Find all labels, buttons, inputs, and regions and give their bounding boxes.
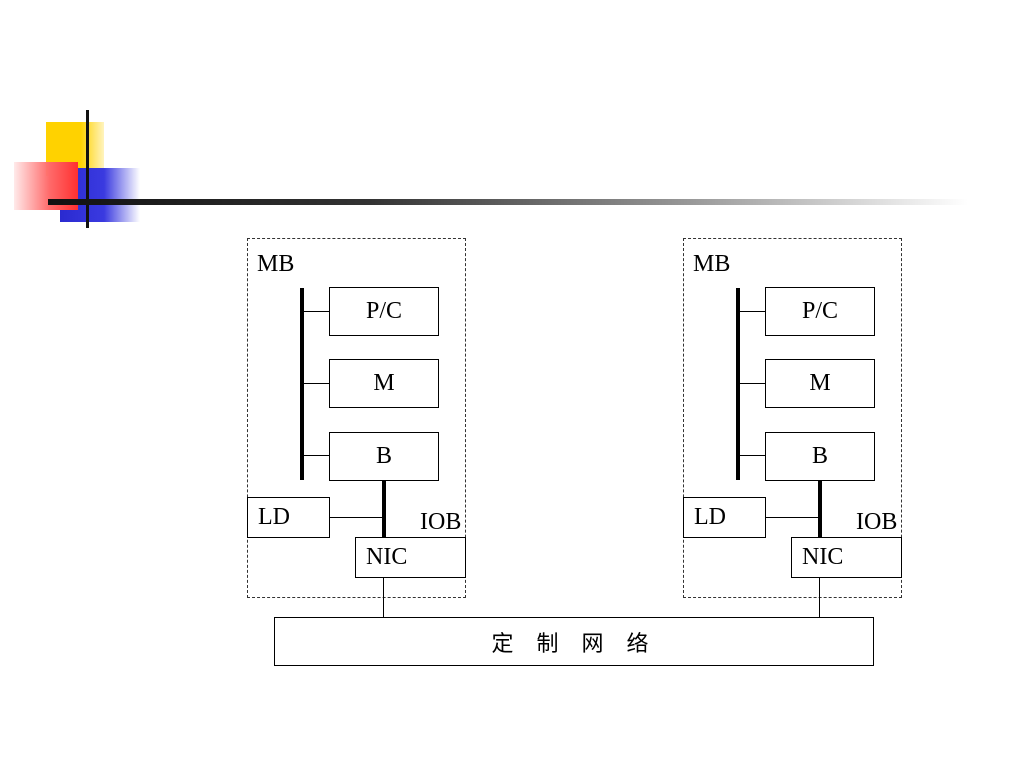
decor-title-rule [48, 199, 968, 205]
node-right-wire-ld [765, 517, 819, 518]
node-left-network-link [383, 578, 384, 618]
node-right-iob-label: IOB [856, 509, 898, 535]
node-left-memory-bus [300, 288, 304, 480]
node-right-wire-pc [738, 311, 766, 312]
node-right-bridge-box: B [765, 432, 875, 481]
node-right-wire-m [738, 383, 766, 384]
node-left-mb-label: MB [257, 251, 295, 277]
node-left-wire-pc [302, 311, 330, 312]
node-right-boundary [683, 238, 902, 598]
node-left-wire-m [302, 383, 330, 384]
node-right-mb-label: MB [693, 251, 731, 277]
node-right-network-link [819, 578, 820, 618]
node-left-wire-b [302, 455, 330, 456]
node-right-memory-box: M [765, 359, 875, 408]
node-left-wire-ld [329, 517, 383, 518]
node-left-io-bus [382, 480, 386, 538]
node-left-nic-box: NIC [355, 537, 466, 578]
node-right-nic-box: NIC [791, 537, 902, 578]
node-left-memory-box: M [329, 359, 439, 408]
node-left-iob-label: IOB [420, 509, 462, 535]
node-left-local-disk-box: LD [247, 497, 330, 538]
decor-vertical-line [86, 110, 89, 228]
node-right-memory-bus [736, 288, 740, 480]
node-left-pc-box: P/C [329, 287, 439, 336]
node-right-io-bus [818, 480, 822, 538]
custom-network-box: 定 制 网 络 [274, 617, 874, 666]
node-right-wire-b [738, 455, 766, 456]
node-right-local-disk-box: LD [683, 497, 766, 538]
node-right-pc-box: P/C [765, 287, 875, 336]
node-left-boundary [247, 238, 466, 598]
node-left-bridge-box: B [329, 432, 439, 481]
